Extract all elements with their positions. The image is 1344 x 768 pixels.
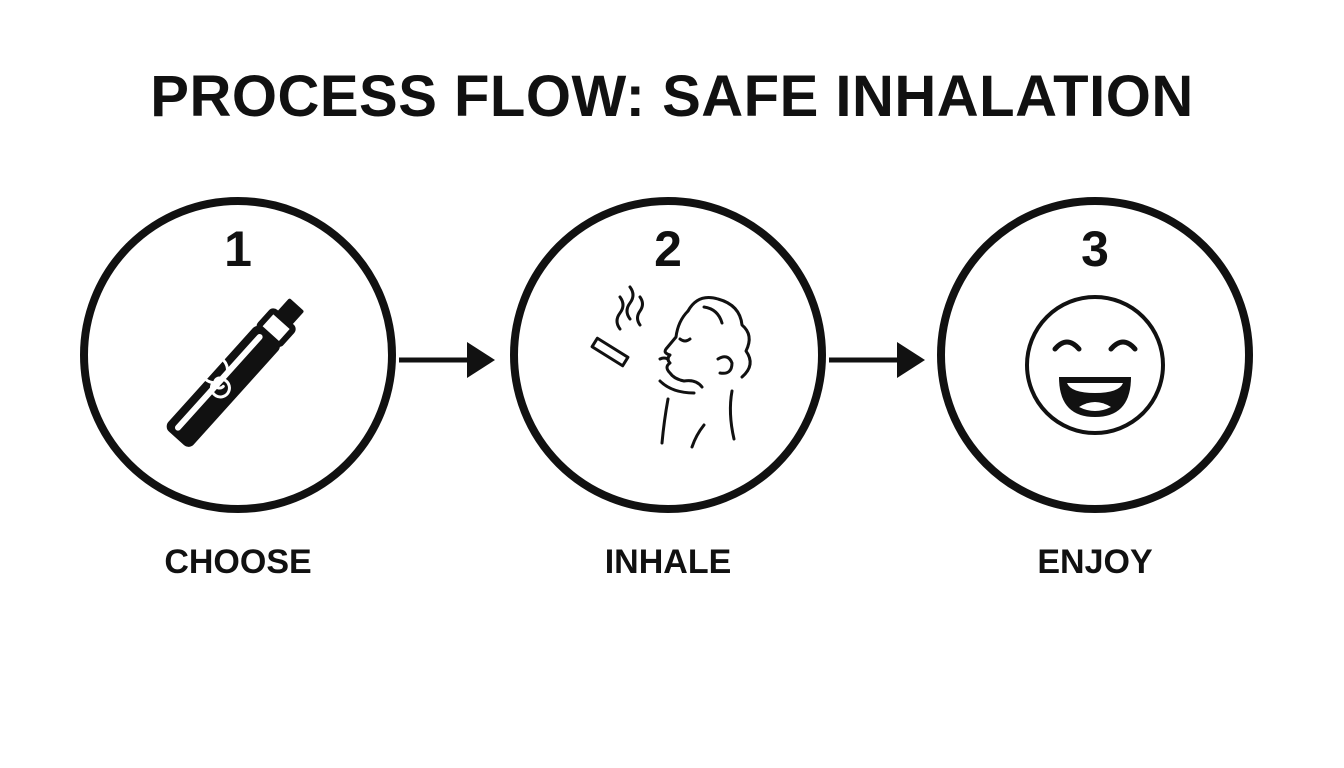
step-circle (80, 197, 396, 513)
step-number: 3 (1081, 221, 1109, 277)
step-label: INHALE (604, 543, 732, 581)
person-inhaling-icon (590, 285, 752, 449)
step-number: 2 (654, 221, 682, 277)
diagram-title: PROCESS FLOW: SAFE INHALATION (150, 64, 1194, 129)
step-label: CHOOSE (164, 543, 312, 581)
step-label: ENJOY (1037, 543, 1153, 581)
flow-arrow-icon (399, 342, 495, 378)
step-enjoy: 3 ENJOY (937, 197, 1253, 581)
step-inhale: 2 INHALE (510, 197, 826, 581)
step-circle (937, 197, 1253, 513)
step-number: 1 (224, 221, 252, 277)
smiley-face-icon (1025, 295, 1165, 435)
flow-arrow-icon (829, 342, 925, 378)
step-choose: 1 CHOOSE (80, 197, 396, 581)
vape-pen-icon (166, 298, 304, 447)
